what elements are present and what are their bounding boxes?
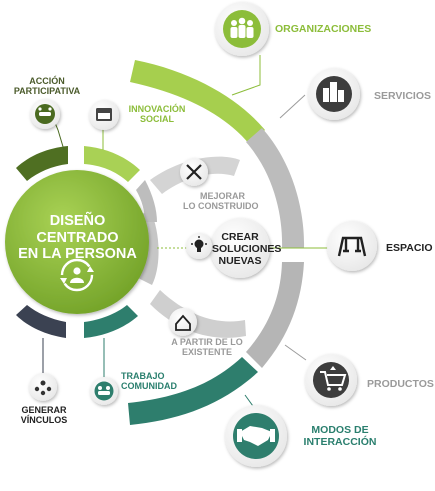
trabajo-label[interactable]: TRABAJO COMUNIDAD bbox=[121, 371, 191, 392]
icon-idea[interactable] bbox=[186, 233, 212, 259]
hub-circle bbox=[210, 218, 270, 278]
partir-line1: A PARTIR DE LO bbox=[171, 337, 243, 347]
handshake-network-icon bbox=[38, 107, 52, 116]
ring-seg-navy bbox=[16, 305, 66, 338]
hub-label: CREAR SOLUCIONES NUEVAS bbox=[212, 231, 282, 268]
espacio-label[interactable]: ESPACIO bbox=[386, 242, 433, 254]
outer-arc-gray-upper bbox=[246, 128, 305, 248]
generar-line1: GENERAR bbox=[21, 405, 67, 415]
hub-label-line1: CREAR bbox=[221, 231, 259, 243]
modos-label[interactable]: MODOS DE INTERACCIÓN bbox=[300, 424, 380, 448]
icon-trabajo[interactable] bbox=[90, 377, 118, 405]
recycle-house-icon bbox=[175, 314, 191, 331]
accion-line2: PARTICIPATIVA bbox=[13, 86, 81, 97]
generar-line2: VÍNCULOS bbox=[20, 415, 68, 426]
icon-mejorar[interactable] bbox=[180, 158, 208, 186]
accion-label[interactable]: ACCIÓN PARTICIPATIVA bbox=[12, 76, 82, 97]
tools-icon bbox=[186, 164, 202, 180]
ring-seg-teal bbox=[84, 305, 138, 338]
icon-servicios[interactable] bbox=[308, 68, 360, 120]
icon-organizaciones[interactable] bbox=[215, 2, 269, 56]
hub-label-line2: SOLUCIONES bbox=[212, 243, 282, 256]
organizaciones-label[interactable]: ORGANIZACIONES bbox=[275, 23, 372, 35]
center-ring bbox=[16, 146, 157, 338]
partir-line2: EXISTENTE bbox=[181, 347, 232, 358]
modos-line2: INTERACCIÓN bbox=[303, 436, 377, 449]
outer-ring bbox=[128, 60, 305, 425]
mejorar-line1: MEJORAR bbox=[200, 191, 246, 201]
ring-seg-dark-green bbox=[16, 146, 68, 181]
innovacion-line2: SOCIAL bbox=[139, 114, 174, 125]
person-cycle-icon bbox=[60, 258, 94, 292]
outer-arc-teal bbox=[128, 357, 258, 425]
group-people-icon bbox=[230, 17, 254, 38]
lightbulb-icon bbox=[191, 236, 207, 252]
center-circle bbox=[5, 170, 149, 314]
partir-label[interactable]: A PARTIR DE LO EXISTENTE bbox=[162, 337, 252, 358]
outer-arc-gray-lower bbox=[246, 262, 304, 368]
innovacion-label[interactable]: INNOVACIÓN SOCIAL bbox=[122, 104, 192, 125]
innovacion-line1: INNOVACIÓN bbox=[128, 104, 186, 114]
shopping-cart-icon bbox=[320, 366, 347, 391]
playground-swing-icon bbox=[337, 236, 367, 257]
ring-seg-gray bbox=[136, 180, 157, 222]
icon-accion[interactable] bbox=[30, 99, 60, 129]
connector-servicios bbox=[279, 94, 306, 119]
mejorar-label[interactable]: MEJORAR LO CONSTRUIDO bbox=[183, 191, 263, 212]
servicios-label[interactable]: SERVICIOS bbox=[374, 90, 431, 102]
productos-label[interactable]: PRODUCTOS bbox=[367, 378, 434, 390]
trabajo-line2: COMUNIDAD bbox=[121, 381, 177, 392]
people-calendar-icon bbox=[96, 108, 112, 121]
community-icon bbox=[98, 386, 110, 395]
generar-label[interactable]: GENERAR VÍNCULOS bbox=[14, 405, 74, 426]
ring-seg-light-green bbox=[84, 146, 140, 182]
icon-innovacion[interactable] bbox=[89, 100, 119, 130]
outer-arc-green bbox=[130, 60, 265, 145]
inner-arc-lower bbox=[150, 290, 246, 338]
center-title: DISEÑO CENTRADO EN LA PERSONA bbox=[10, 213, 145, 263]
trabajo-line1: TRABAJO bbox=[121, 371, 165, 381]
icon-productos[interactable] bbox=[305, 354, 357, 406]
center-title-line2: EN LA PERSONA bbox=[18, 246, 137, 263]
mejorar-line2: LO CONSTRUIDO bbox=[183, 201, 259, 212]
buildings-icon bbox=[323, 82, 344, 102]
icon-espacio[interactable] bbox=[327, 221, 377, 271]
hub-label-line3: NUEVAS bbox=[218, 255, 262, 268]
handshake-icon bbox=[237, 426, 275, 446]
network-people-icon bbox=[34, 380, 52, 396]
connector-organizaciones bbox=[231, 55, 261, 96]
connector-productos bbox=[284, 344, 307, 361]
icon-generar[interactable] bbox=[29, 373, 57, 401]
accion-line1: ACCIÓN bbox=[29, 76, 65, 86]
modos-line1: MODOS DE bbox=[311, 424, 369, 436]
icon-modos[interactable] bbox=[225, 405, 287, 467]
icon-partir[interactable] bbox=[169, 308, 197, 336]
center-title-line1: DISEÑO CENTRADO bbox=[36, 213, 119, 246]
